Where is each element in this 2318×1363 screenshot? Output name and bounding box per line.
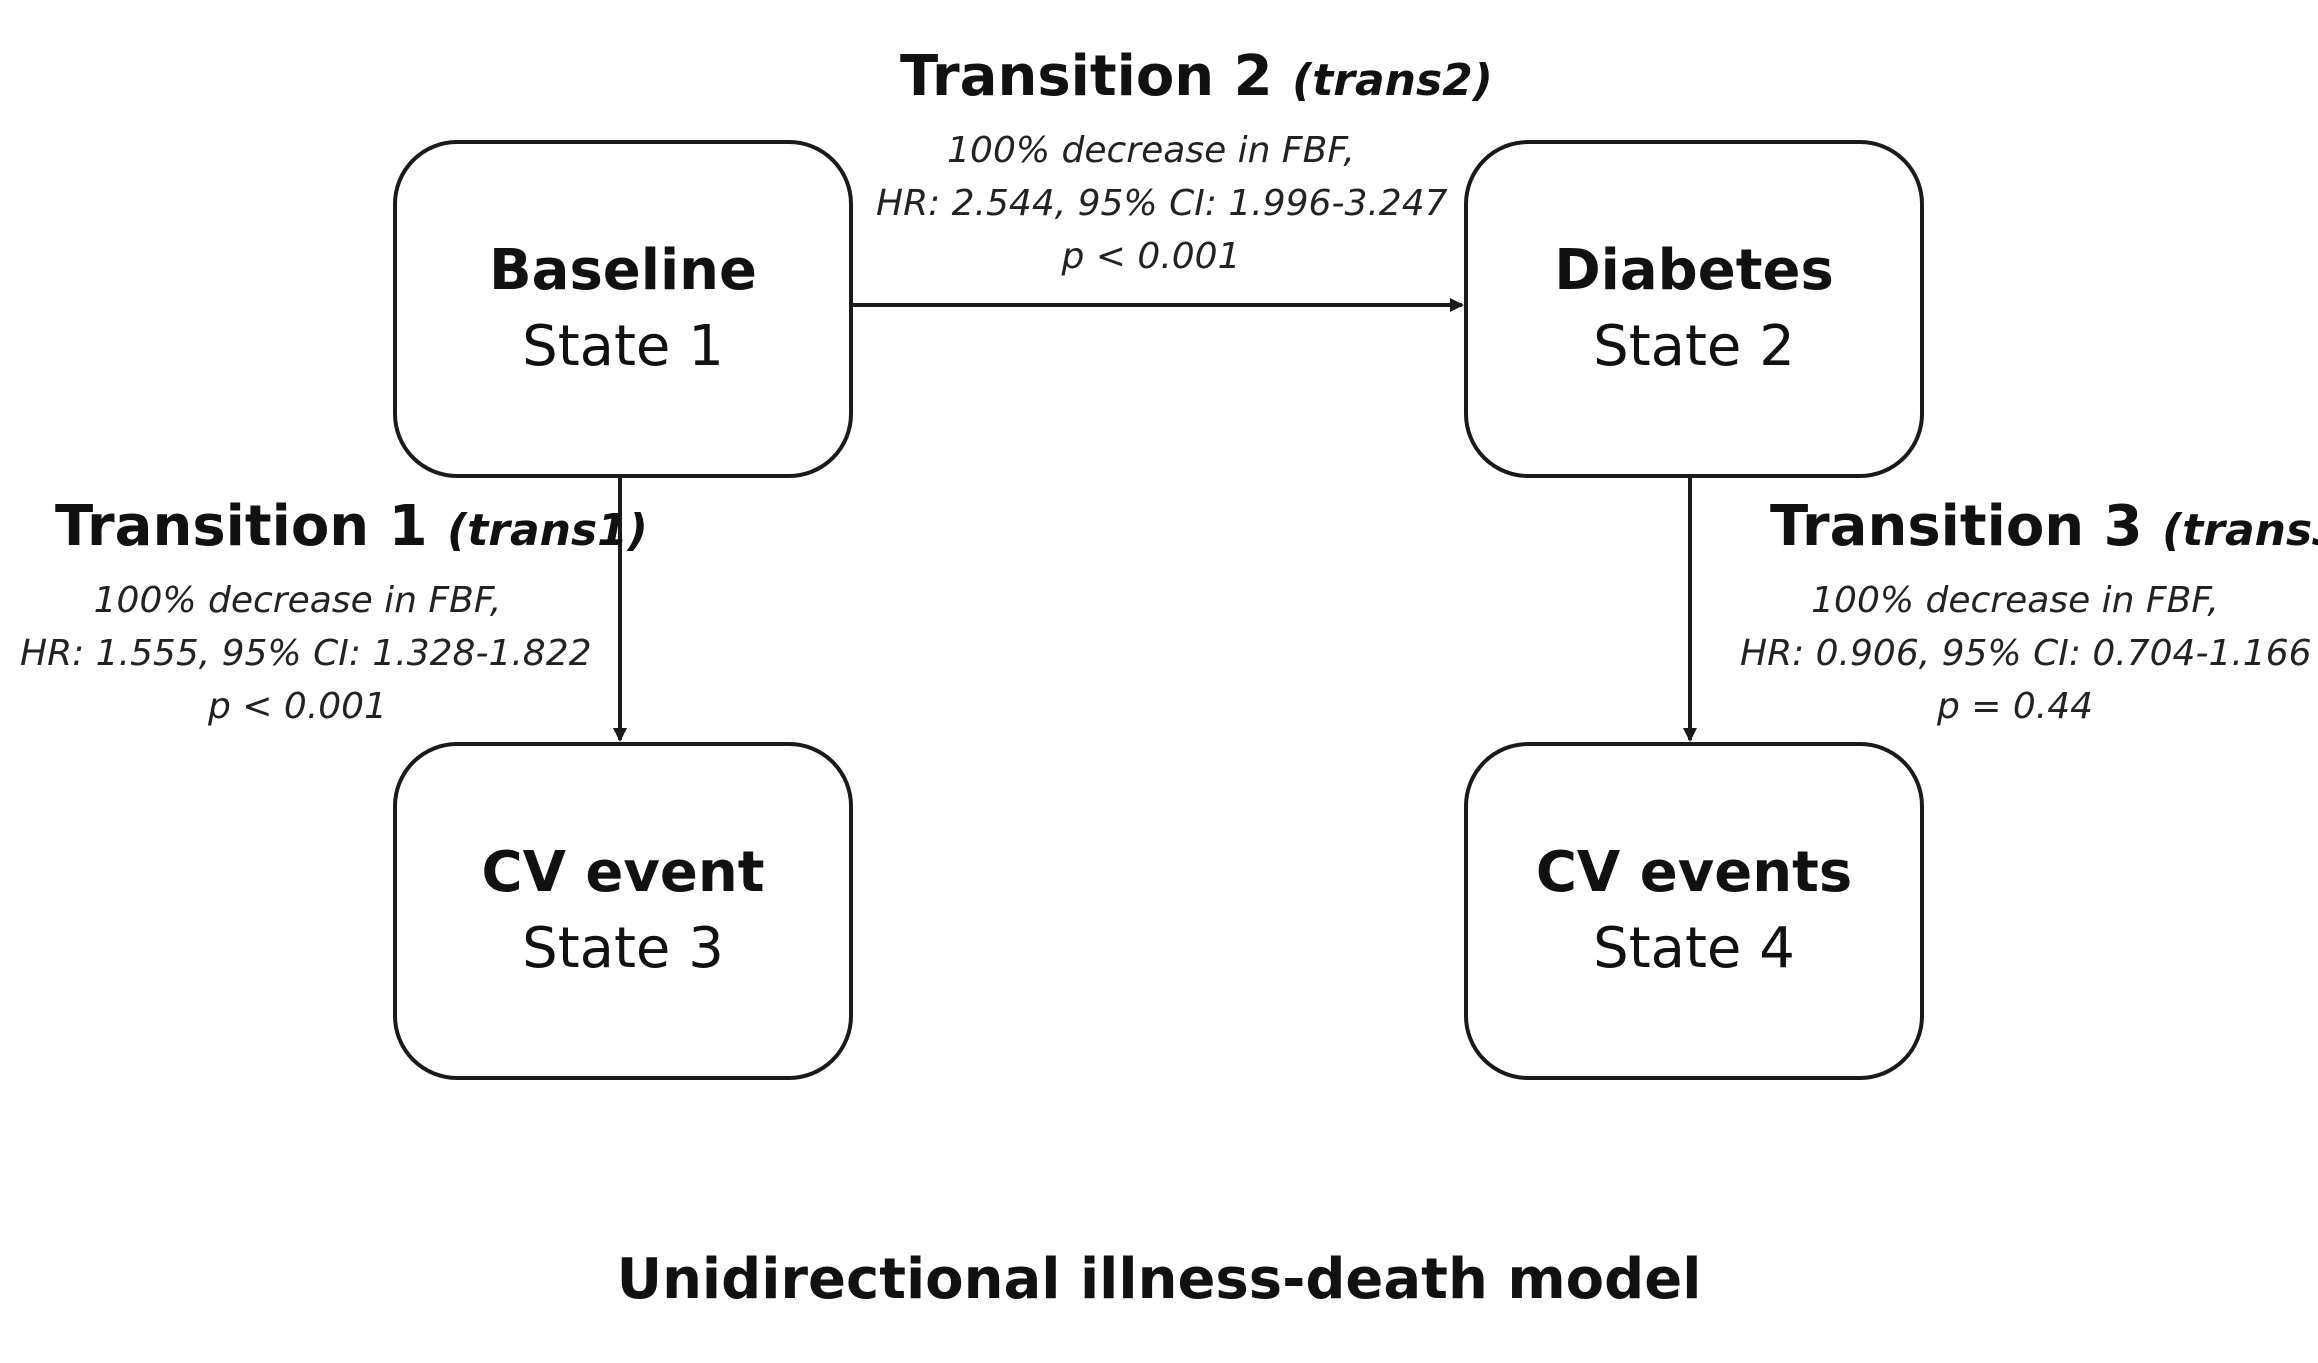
state-id: State 4 [1593, 916, 1795, 981]
stats-line-hr: HR: 0.906, 95% CI: 0.704-1.166 [1740, 633, 2312, 674]
transition-title: Transition 1 [55, 494, 428, 559]
diagram-caption: Unidirectional illness-death model [616, 1247, 1702, 1312]
stats-line-effect: 100% decrease in FBF, [1811, 580, 2219, 621]
stats-line-p: p < 0.001 [1061, 236, 1241, 277]
state-box-diabetes: Diabetes State 2 [1464, 140, 1924, 478]
transition-3-title: Transition 3 (trans3) [1770, 492, 2318, 566]
state-box-baseline: Baseline State 1 [393, 140, 853, 478]
state-box-cv-events: CV events State 4 [1464, 742, 1924, 1080]
transition-2-title: Transition 2 (trans2) [900, 42, 1493, 116]
stats-line-hr: HR: 2.544, 95% CI: 1.996-3.247 [876, 183, 1448, 224]
state-id: State 3 [522, 916, 724, 981]
transition-title: Transition 2 [900, 44, 1273, 109]
stats-line-effect: 100% decrease in FBF, [93, 580, 502, 621]
stats-line-hr: HR: 1.555, 95% CI: 1.328-1.822 [20, 633, 592, 674]
state-id: State 2 [1593, 314, 1795, 379]
state-name: CV events [1535, 840, 1853, 905]
state-name: Diabetes [1554, 238, 1834, 303]
stats-line-p: p = 0.44 [1936, 686, 2094, 727]
state-id: State 1 [522, 314, 724, 379]
stats-line-p: p < 0.001 [208, 686, 387, 727]
transition-1-stats: 100% decrease in FBF, HR: 1.555, 95% CI:… [20, 574, 592, 733]
stats-line-effect: 100% decrease in FBF, [947, 130, 1355, 171]
transition-2-stats: 100% decrease in FBF, HR: 2.544, 95% CI:… [876, 124, 1448, 283]
transition-3-stats: 100% decrease in FBF, HR: 0.906, 95% CI:… [1740, 574, 2312, 733]
state-name: Baseline [488, 238, 758, 303]
transition-1-title: Transition 1 (trans1) [55, 492, 648, 566]
transition-code: (trans1) [447, 505, 648, 556]
state-name: CV event [481, 840, 765, 905]
transition-code: (trans2) [1292, 55, 1493, 106]
transition-title: Transition 3 [1770, 494, 2143, 559]
transition-code: (trans3) [2162, 505, 2318, 556]
state-box-cv-event: CV event State 3 [393, 742, 853, 1080]
